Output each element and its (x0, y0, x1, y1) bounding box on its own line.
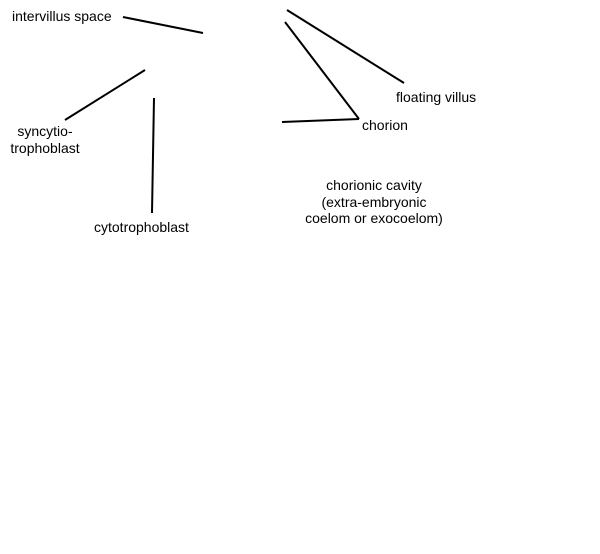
label-chorionic-cavity-line-2: (extra-embryonic (321, 193, 427, 210)
leader-line-intervillus-space (122, 16, 204, 34)
label-syncytiotrophoblast: syncytio- trophoblast (0, 123, 90, 156)
leader-line-chorion-upper (284, 21, 360, 120)
label-chorionic-cavity-line-1: chorionic cavity (326, 177, 422, 193)
leader-line-cytotrophoblast (151, 97, 155, 214)
label-syncytiotrophoblast-line-2: trophoblast (10, 139, 80, 156)
label-chorionic-cavity: chorionic cavity (extra-embryonic coelom… (294, 177, 454, 227)
leader-line-chorion-lower (281, 118, 360, 123)
label-cytotrophoblast: cytotrophoblast (94, 219, 189, 235)
label-floating-villus: floating villus (396, 89, 477, 105)
label-intervillus-space: intervillus space (12, 8, 112, 24)
label-chorion: chorion (362, 117, 408, 133)
label-syncytiotrophoblast-line-1: syncytio- (17, 123, 73, 139)
leader-line-syncytiotrophoblast (64, 69, 146, 121)
leader-line-floating-villus (286, 9, 405, 84)
label-chorionic-cavity-line-3: coelom or exocoelom) (305, 210, 443, 226)
